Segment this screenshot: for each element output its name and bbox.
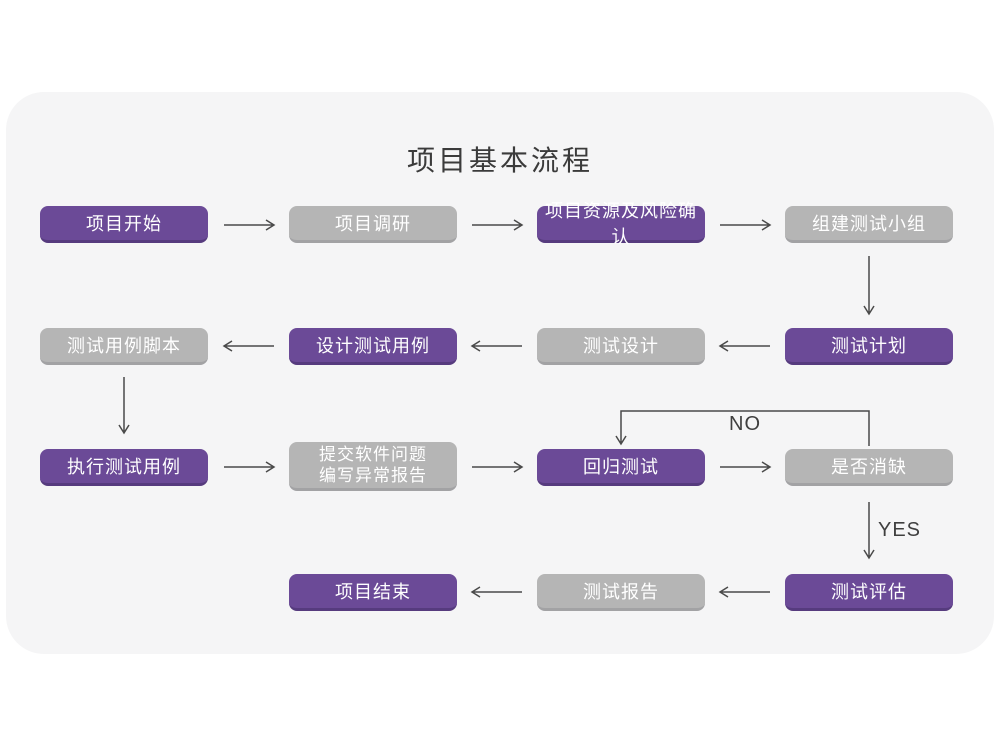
- flowchart-panel: [6, 92, 994, 654]
- flow-node-regression-test: 回归测试: [537, 449, 705, 486]
- flow-node-test-evaluation: 测试评估: [785, 574, 953, 611]
- flow-node-project-research: 项目调研: [289, 206, 457, 243]
- flow-node-test-report: 测试报告: [537, 574, 705, 611]
- edge-label-no: NO: [729, 413, 761, 435]
- flow-node-test-plan: 测试计划: [785, 328, 953, 365]
- flow-node-build-test-team: 组建测试小组: [785, 206, 953, 243]
- flow-node-submit-issues-line1: 提交软件问题: [319, 445, 427, 464]
- flow-node-project-start: 项目开始: [40, 206, 208, 243]
- flow-node-execute-test-cases: 执行测试用例: [40, 449, 208, 486]
- flow-node-project-end: 项目结束: [289, 574, 457, 611]
- flow-node-test-case-script: 测试用例脚本: [40, 328, 208, 365]
- flow-node-resource-risk: 项目资源及风险确认: [537, 201, 705, 247]
- flow-node-submit-issues-line2: 编写异常报告: [319, 466, 427, 485]
- flow-node-submit-issues: 提交软件问题 编写异常报告: [289, 442, 457, 491]
- flow-node-test-design: 测试设计: [537, 328, 705, 365]
- page-title: 项目基本流程: [406, 145, 593, 176]
- flow-node-defect-cleared: 是否消缺: [785, 449, 953, 486]
- edge-label-yes: YES: [878, 519, 922, 541]
- flow-node-design-test-cases: 设计测试用例: [289, 328, 457, 365]
